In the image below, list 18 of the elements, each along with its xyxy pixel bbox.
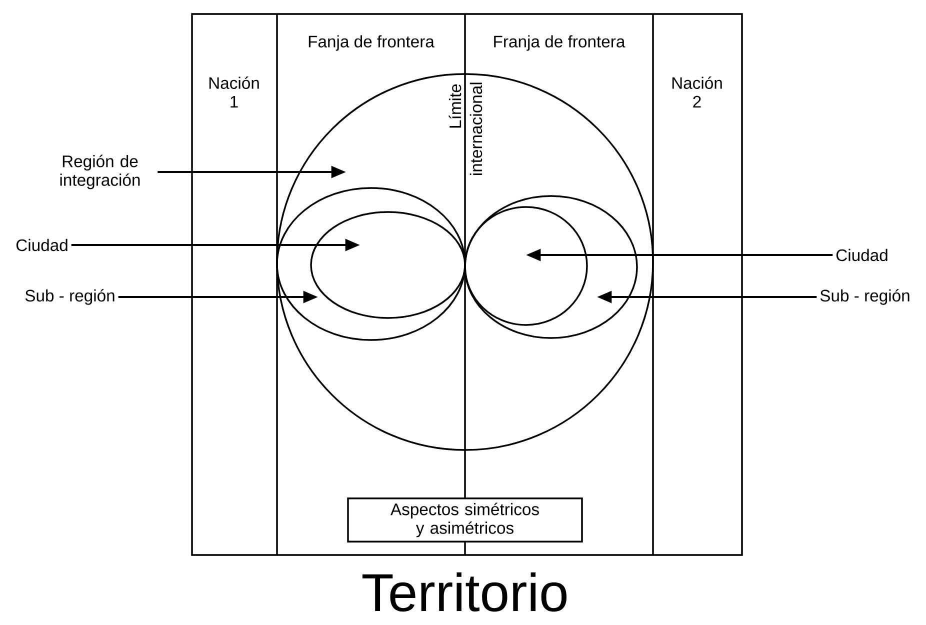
column-heading: Fanja de frontera	[308, 35, 434, 51]
leader-label: Sub - región	[25, 289, 114, 305]
region-ellipse	[310, 211, 466, 319]
leader-label: Ciudad	[16, 238, 68, 252]
region-ellipse	[276, 187, 466, 341]
text-box: Aspectos simétricos y asimétricos	[347, 497, 583, 542]
region-circle	[276, 73, 654, 451]
column-heading: Nación 2	[672, 76, 722, 108]
leader-label: Región de integración	[60, 154, 140, 190]
rotated-label: Límite	[448, 84, 462, 128]
rotated-label: internacional	[470, 82, 482, 175]
column-heading: Nación 1	[209, 76, 259, 108]
title: Territorio	[362, 572, 566, 612]
region-ellipse	[464, 195, 638, 339]
leader-label: Ciudad	[836, 248, 888, 262]
leader-label: Sub - región	[820, 289, 910, 305]
region-ellipse	[464, 206, 588, 326]
column-heading: Franja de frontera	[494, 35, 626, 51]
